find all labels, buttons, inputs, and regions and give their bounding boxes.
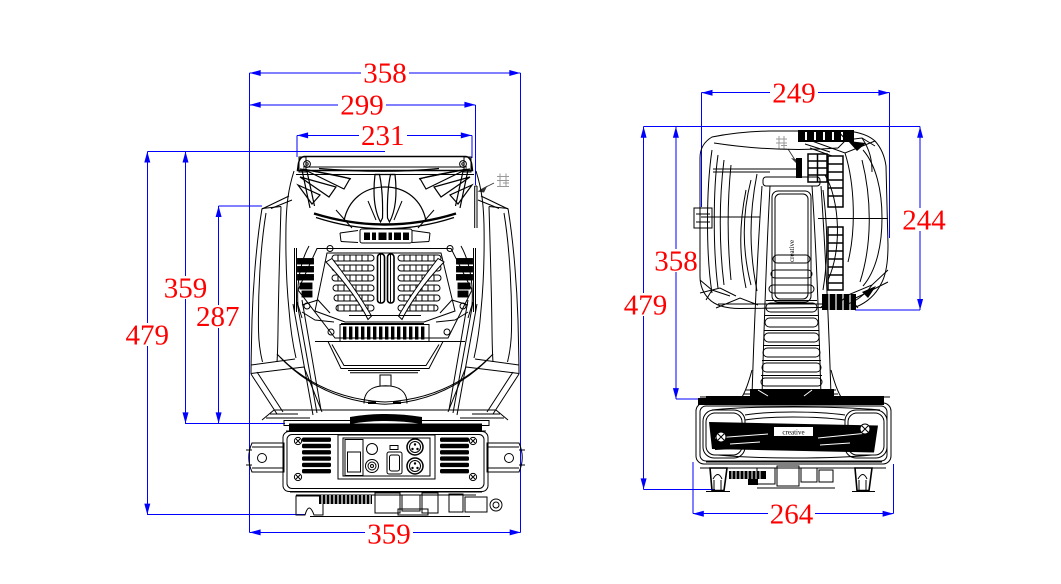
svg-text:231: 231 — [361, 120, 405, 152]
svg-text:244: 244 — [902, 205, 946, 237]
svg-text:359: 359 — [367, 519, 411, 551]
svg-text:287: 287 — [196, 301, 240, 333]
svg-text:358: 358 — [363, 58, 407, 90]
svg-text:359: 359 — [164, 273, 208, 305]
svg-text:264: 264 — [770, 499, 814, 531]
svg-text:479: 479 — [624, 289, 668, 321]
svg-text:479: 479 — [126, 320, 170, 352]
svg-text:358: 358 — [654, 246, 698, 278]
svg-text:creative: creative — [788, 240, 796, 262]
svg-text:249: 249 — [772, 77, 816, 109]
svg-text:creative: creative — [782, 429, 804, 437]
svg-text:299: 299 — [340, 89, 384, 121]
